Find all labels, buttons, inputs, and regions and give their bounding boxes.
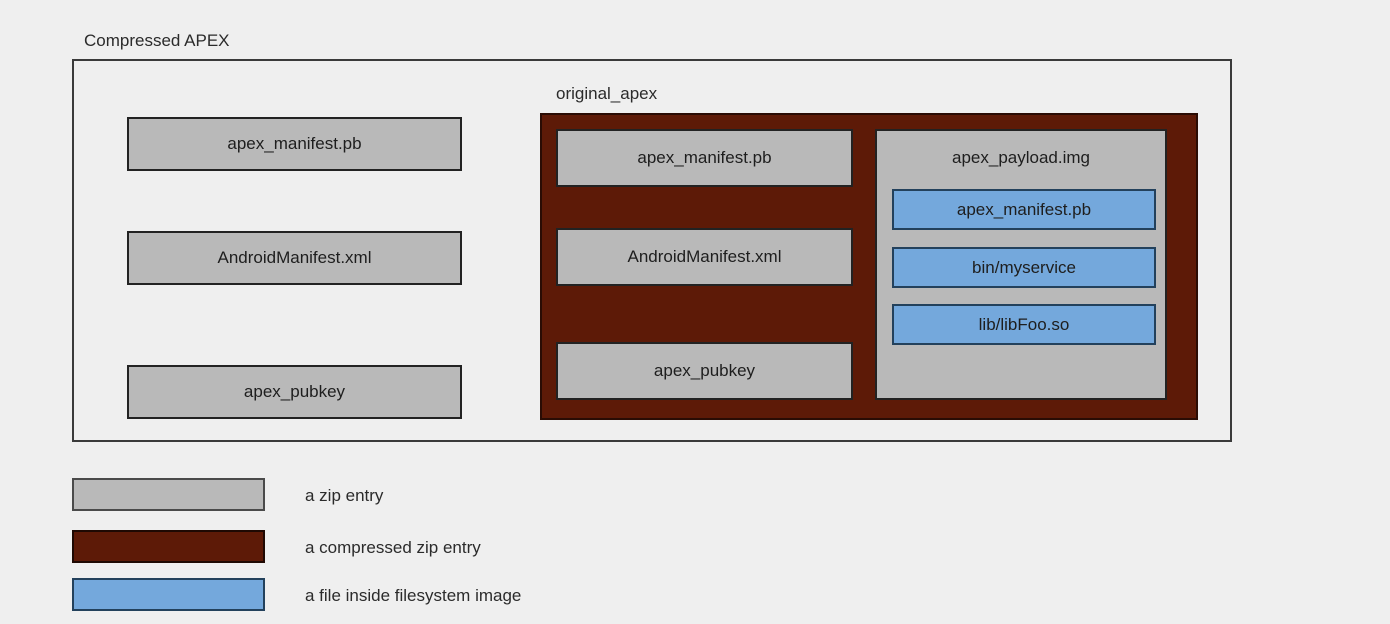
fs-file-apex-manifest-pb[interactable]: apex_manifest.pb (892, 189, 1156, 230)
zip-entry-label: AndroidManifest.xml (217, 248, 372, 268)
inner-zip-entry-apex-pubkey[interactable]: apex_pubkey (556, 342, 853, 400)
inner-zip-entry-label: apex_pubkey (653, 361, 756, 381)
payload-title: apex_payload.img (952, 148, 1090, 167)
fs-file-label: lib/libFoo.so (978, 314, 1070, 334)
compressed-entry-label: original_apex (556, 84, 658, 103)
zip-entry-label: apex_manifest.pb (227, 134, 362, 154)
compressed-apex-container: apex_manifest.pb AndroidManifest.xml ape… (72, 59, 1232, 442)
inner-zip-entry-apex-manifest-pb[interactable]: apex_manifest.pb (556, 129, 853, 187)
zip-entry-apex-payload-img[interactable]: apex_payload.img apex_manifest.pb bin/my… (875, 129, 1167, 400)
inner-zip-entry-label: AndroidManifest.xml (627, 247, 782, 267)
fs-file-label: apex_manifest.pb (956, 199, 1092, 219)
legend-swatch-compressed-zip-entry (72, 530, 265, 563)
fs-file-label: bin/myservice (972, 257, 1076, 277)
legend-label-filesystem-file: a file inside filesystem image (305, 586, 522, 605)
legend-label-zip-entry: a zip entry (305, 486, 384, 505)
inner-zip-entry-label: apex_manifest.pb (637, 148, 772, 168)
zip-entry-androidmanifest-xml[interactable]: AndroidManifest.xml (127, 231, 462, 285)
fs-file-bin-myservice[interactable]: bin/myservice (892, 247, 1156, 288)
legend-swatch-zip-entry (72, 478, 265, 511)
fs-file-lib-libfoo-so[interactable]: lib/libFoo.so (892, 304, 1156, 345)
zip-entry-apex-manifest-pb[interactable]: apex_manifest.pb (127, 117, 462, 171)
outer-container-label: Compressed APEX (84, 31, 230, 50)
compressed-zip-entry-original-apex[interactable]: apex_manifest.pb AndroidManifest.xml ape… (540, 113, 1198, 420)
inner-zip-entry-androidmanifest-xml[interactable]: AndroidManifest.xml (556, 228, 853, 286)
zip-entry-apex-pubkey[interactable]: apex_pubkey (127, 365, 462, 419)
zip-entry-label: apex_pubkey (243, 382, 346, 402)
legend-swatch-filesystem-file (72, 578, 265, 611)
legend-label-compressed-zip-entry: a compressed zip entry (305, 538, 481, 557)
